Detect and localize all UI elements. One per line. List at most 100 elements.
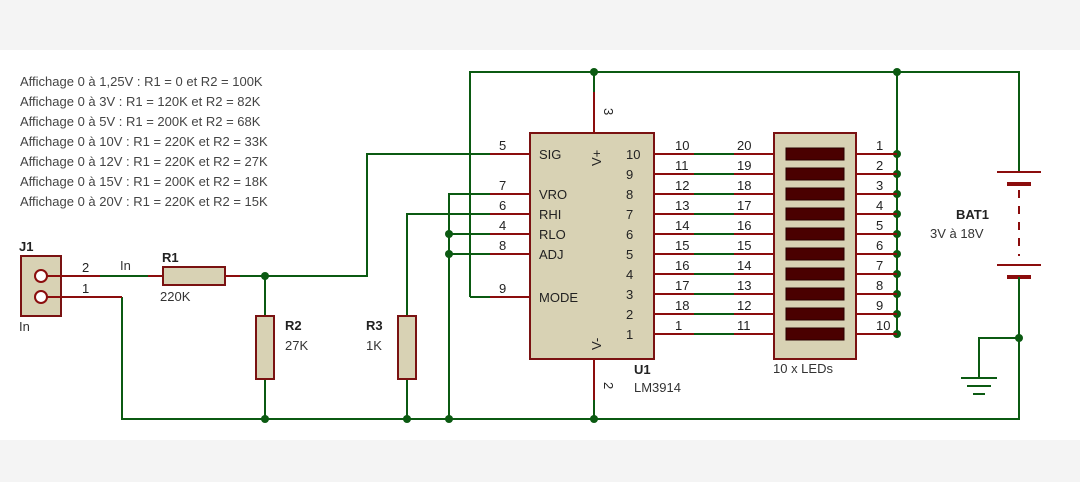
led-pin-number: 2 — [876, 158, 883, 173]
led-label: 10 x LEDs — [773, 361, 833, 376]
led-pin-number: 19 — [737, 158, 751, 173]
schematic-canvas: Affichage 0 à 1,25V : R1 = 0 et R2 = 100… — [0, 50, 1080, 440]
junction-dot — [590, 415, 598, 423]
ic-pin-number: 17 — [675, 278, 689, 293]
ic-pin-name: RHI — [539, 207, 561, 222]
j1-label: In — [19, 319, 30, 334]
note-line: Affichage 0 à 12V : R1 = 220K et R2 = 27… — [20, 154, 268, 169]
led-pin-number: 18 — [737, 178, 751, 193]
ic-pin-number: 9 — [626, 167, 633, 182]
ic-pin-name: ADJ — [539, 247, 564, 262]
ic-pin-number: 12 — [675, 178, 689, 193]
led-pin-number: 17 — [737, 198, 751, 213]
ic-pin-number: 16 — [675, 258, 689, 273]
ground-symbol — [961, 377, 997, 395]
note-line: Affichage 0 à 10V : R1 = 220K et R2 = 33… — [20, 134, 268, 149]
ic-pin-number: 9 — [499, 281, 506, 296]
u1-ref: U1 — [634, 362, 651, 377]
junction-dot — [590, 68, 598, 76]
junction-dot — [261, 272, 269, 280]
ic-pin-number: 6 — [499, 198, 506, 213]
ic-pin-number: 15 — [675, 238, 689, 253]
ic-body — [529, 132, 655, 360]
resistor-r2: R2 27K — [255, 315, 308, 380]
junction-dot — [403, 415, 411, 423]
ic-pin-number: 8 — [626, 187, 633, 202]
bat1-ref: BAT1 — [956, 207, 989, 222]
note-line: Affichage 0 à 20V : R1 = 220K et R2 = 15… — [20, 194, 268, 209]
led-segment — [785, 227, 845, 241]
r2-ref: R2 — [285, 318, 302, 333]
connector-pin — [34, 290, 48, 304]
ic-pin-name: SIG — [539, 147, 561, 162]
note-line: Affichage 0 à 3V : R1 = 120K et R2 = 82K — [20, 94, 261, 109]
j1-pin2: 2 — [82, 260, 89, 275]
connector-pin — [34, 269, 48, 283]
j1-pin1: 1 — [82, 281, 89, 296]
battery-bat1: BAT1 3V à 18V — [930, 150, 1041, 338]
ic-pin-number: 3 — [601, 108, 616, 115]
schematic-diagram: Affichage 0 à 1,25V : R1 = 0 et R2 = 100… — [19, 68, 1041, 423]
led-pin-number: 10 — [876, 318, 890, 333]
led-segment — [785, 267, 845, 281]
led-pin-number: 3 — [876, 178, 883, 193]
led-pin-number: 12 — [737, 298, 751, 313]
ic-pin-number: 8 — [499, 238, 506, 253]
net-label-in: In — [120, 258, 131, 273]
note-line: Affichage 0 à 5V : R1 = 200K et R2 = 68K — [20, 114, 261, 129]
ic-pin-number: 13 — [675, 198, 689, 213]
ic-pin-number: 3 — [626, 287, 633, 302]
j1-ref: J1 — [19, 239, 33, 254]
wire-top-rail — [469, 71, 1020, 297]
ic-pin-number: 11 — [675, 158, 689, 173]
wire-vro-ref — [448, 193, 490, 419]
notes-block: Affichage 0 à 1,25V : R1 = 0 et R2 = 100… — [20, 74, 268, 209]
ic-pin-name: MODE — [539, 290, 578, 305]
led-pin-number: 14 — [737, 258, 751, 273]
note-line: Affichage 0 à 1,25V : R1 = 0 et R2 = 100… — [20, 74, 263, 89]
ic-pin-number: 4 — [499, 218, 506, 233]
led-pin-number: 8 — [876, 278, 883, 293]
resistor-r3: R3 1K — [366, 315, 417, 380]
ic-pin-number: 10 — [675, 138, 689, 153]
ic-pin-number: 7 — [626, 207, 633, 222]
wires — [100, 71, 1020, 420]
led-pin-number: 9 — [876, 298, 883, 313]
led-segment — [785, 207, 845, 221]
junction-dot — [445, 415, 453, 423]
r3-value: 1K — [366, 338, 382, 353]
wire-sig — [226, 153, 490, 277]
resistor-body — [162, 266, 226, 286]
led-pin-number: 7 — [876, 258, 883, 273]
resistor-body — [397, 315, 417, 380]
ic-pin-number: 7 — [499, 178, 506, 193]
junction-dot — [261, 415, 269, 423]
resistor-body — [255, 315, 275, 380]
ic-pin-number: 4 — [626, 267, 633, 282]
ic-pin-number: 10 — [626, 147, 640, 162]
ic-pin-name: RLO — [539, 227, 566, 242]
led-bargraph-body — [773, 132, 857, 360]
ic-pin-number: 14 — [675, 218, 689, 233]
led-pin-number: 13 — [737, 278, 751, 293]
junction-dot — [445, 250, 453, 258]
junction-dot — [893, 68, 901, 76]
u1-value: LM3914 — [634, 380, 681, 395]
r1-ref: R1 — [162, 250, 179, 265]
junction-dot — [445, 230, 453, 238]
led-pin-number: 5 — [876, 218, 883, 233]
ic-pin-number: 2 — [626, 307, 633, 322]
led-pin-number: 1 — [876, 138, 883, 153]
led-pin-number: 20 — [737, 138, 751, 153]
junctions — [261, 68, 1023, 423]
led-segment — [785, 327, 845, 341]
led-pin-number: 4 — [876, 198, 883, 213]
wire-ground — [978, 337, 1019, 378]
led-segment — [785, 287, 845, 301]
ic-pin-number: 5 — [499, 138, 506, 153]
bat1-value: 3V à 18V — [930, 226, 984, 241]
ic-pin-number: 18 — [675, 298, 689, 313]
ic-pin-number: 2 — [601, 382, 616, 389]
